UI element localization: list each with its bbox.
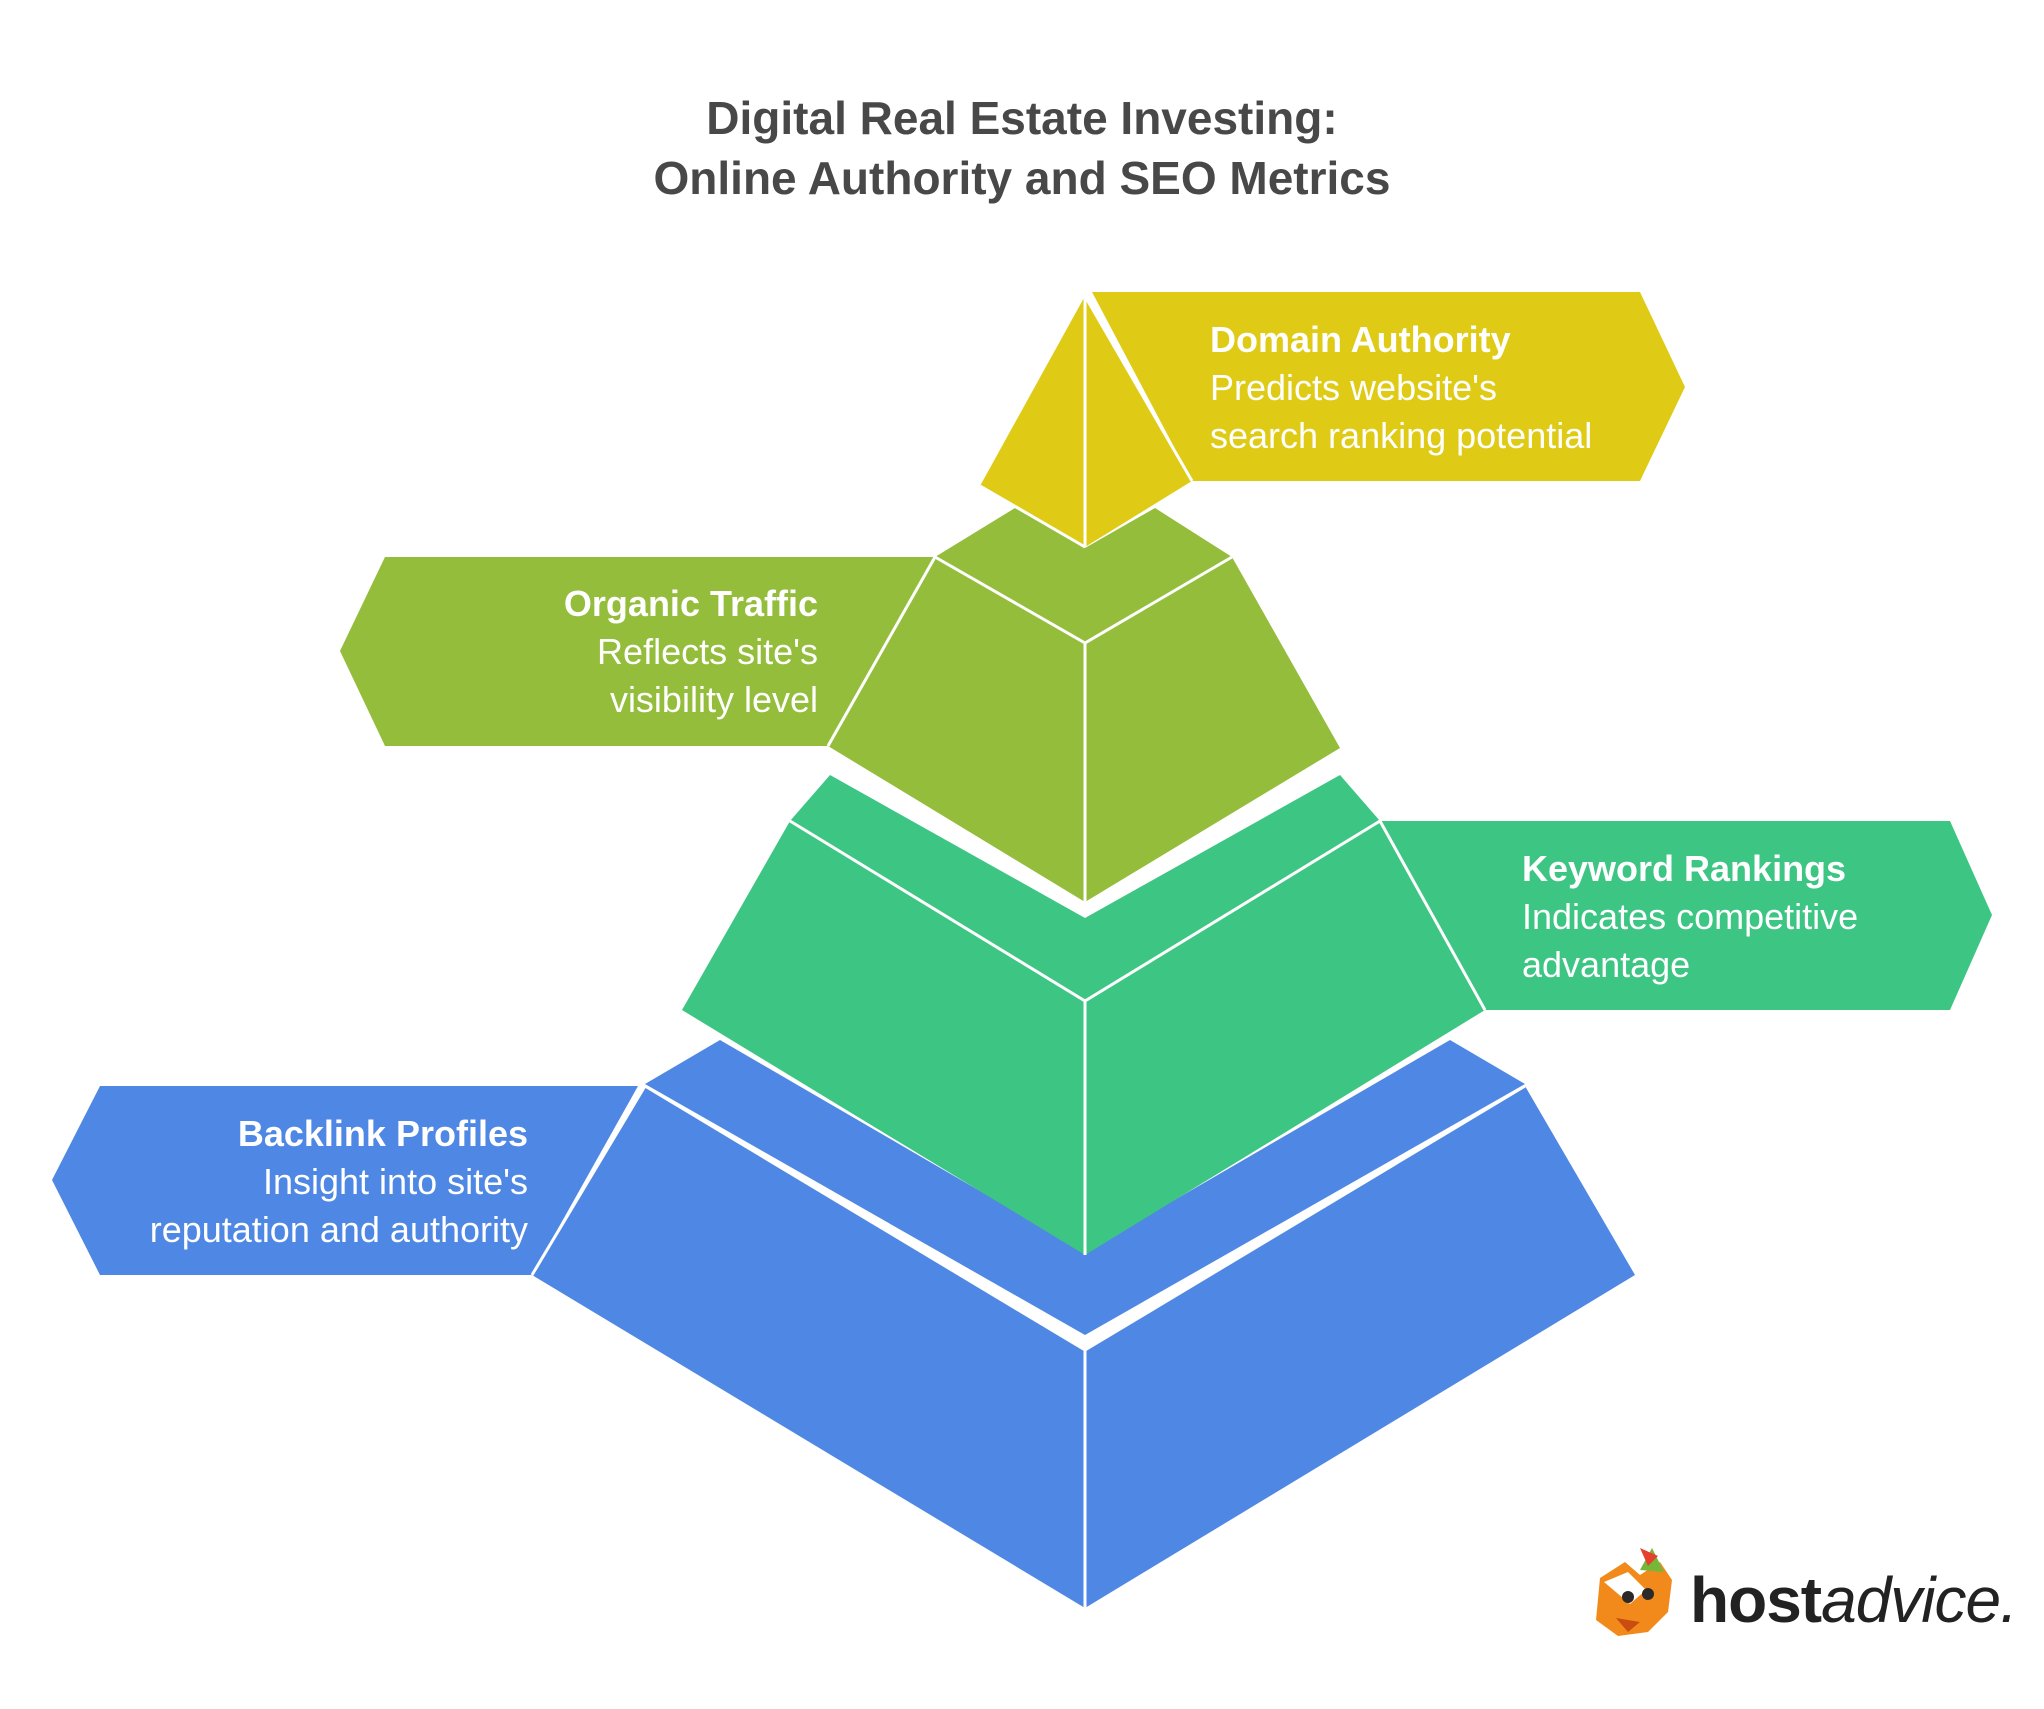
keyword-tier-right-face [1085,821,1485,1255]
fox-mascot-icon [1596,1548,1672,1636]
organic-label-banner [340,557,935,746]
diagram-title-line-2: Online Authority and SEO Metrics [653,152,1391,204]
organic-tier-left-face [828,557,1085,902]
diagram-title-line-1: Digital Real Estate Investing: [706,92,1338,144]
keyword-tier-top [790,775,1380,1001]
backlink-profiles-label: Backlink Profiles Insight into site's re… [60,1110,528,1254]
backlink-profiles-desc-line-1: Insight into site's [262,1161,528,1202]
keyword-rankings-desc-line-1: Indicates competitive [1522,896,1859,937]
domain-authority-desc-line-1: Predicts website's [1210,367,1497,408]
pyramid-tier-keyword-rankings [682,775,1992,1255]
keyword-tier-left-face [682,821,1085,1255]
logo-text-bold: host [1690,1564,1822,1636]
organic-traffic-desc-line-1: Reflects site's [597,631,818,672]
hostadvice-logo: hostadvice. [1690,1560,2018,1640]
domain-label-banner [1092,292,1685,481]
domain-authority-label: Domain Authority Predicts website's sear… [1210,316,1592,460]
organic-traffic-label: Organic Traffic Reflects site's visibili… [420,580,818,724]
keyword-label-banner [1380,821,1992,1010]
organic-traffic-desc-line-2: visibility level [609,679,818,720]
backlink-profiles-desc-line-2: reputation and authority [149,1209,528,1250]
keyword-rankings-heading: Keyword Rankings [1522,848,1847,889]
domain-authority-heading: Domain Authority [1210,319,1511,360]
logo-text-light: advice. [1821,1564,2018,1636]
keyword-rankings-label: Keyword Rankings Indicates competitive a… [1522,845,1858,989]
backlink-tier-left-face [532,1086,1085,1608]
organic-traffic-heading: Organic Traffic [563,583,818,624]
keyword-rankings-desc-line-2: advantage [1522,944,1691,985]
domain-tier-right-face [1085,296,1192,547]
organic-tier-right-face [1085,557,1340,902]
backlink-profiles-heading: Backlink Profiles [237,1113,528,1154]
pyramid-tier-domain-authority [979,292,1685,549]
backlink-label-banner [52,1086,638,1275]
organic-tier-top [935,508,1232,643]
pyramid-tier-backlink-profiles [52,1040,1635,1608]
domain-authority-desc-line-2: search ranking potential [1210,415,1593,456]
pyramid-tier-organic-traffic [340,508,1340,902]
backlink-tier-top [645,1040,1525,1335]
domain-tier-left-face [980,296,1085,547]
backlink-tier-right-face [1085,1086,1635,1608]
